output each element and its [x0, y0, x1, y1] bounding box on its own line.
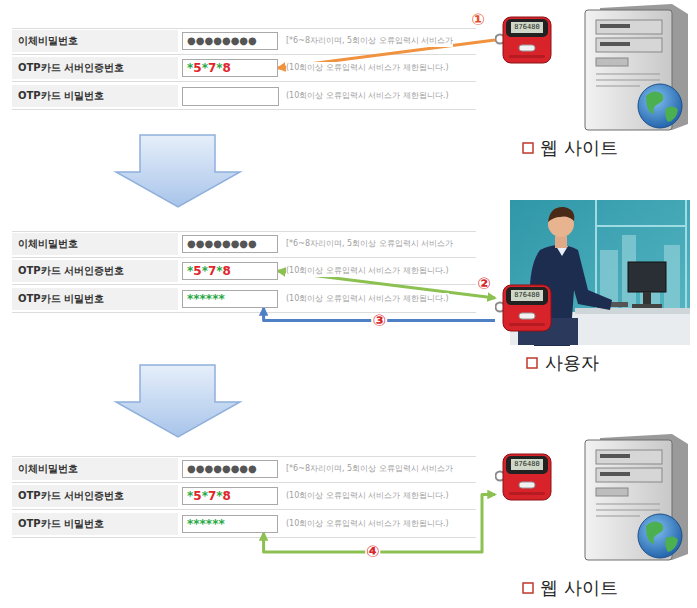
field-char: *: [187, 61, 193, 75]
otp-device-shape: [495, 452, 553, 502]
field-label: 이체비밀번호: [18, 34, 78, 48]
form-label-cell: OTP카드 비밀번호: [12, 85, 178, 107]
server-icon: [585, 434, 688, 560]
input-field: ******: [182, 290, 278, 308]
field-value: ●●●●●●●●: [187, 34, 257, 48]
field-char: 5: [193, 489, 201, 503]
field-char: *: [202, 489, 208, 503]
field-char: *: [193, 292, 199, 306]
input-field: *5*7*8: [182, 487, 278, 505]
otp-display: 876480: [511, 22, 543, 33]
hint-text: (10회이상 오류입력시 서비스가 제한됩니다.): [286, 90, 449, 102]
field-char: *: [187, 292, 193, 306]
field-char: *: [212, 517, 218, 531]
hint-text: [*6~8자리이며, 5회이상 오류입력시 서비스가: [286, 463, 453, 475]
field-char: 8: [223, 264, 231, 278]
field-char: *: [206, 517, 212, 531]
otp-display: 876480: [511, 459, 543, 470]
field-label: OTP카드 비밀번호: [18, 292, 104, 306]
field-char: 7: [208, 489, 216, 503]
hint-text: (10회이상 오류입력시 서비스가 제한됩니다.): [286, 293, 449, 305]
form-label-cell: OTP카드 비밀번호: [12, 288, 178, 310]
field-char: *: [216, 61, 222, 75]
form-label-cell: OTP카드 서버인증번호: [12, 260, 178, 282]
hint-text: [*6~8자리이며, 5회이상 오류입력시 서비스가: [286, 238, 453, 250]
form-label-cell: OTP카드 비밀번호: [12, 513, 178, 535]
form-label-cell: OTP카드 서버인증번호: [12, 57, 178, 79]
field-value: *5*7*8: [187, 489, 231, 503]
field-label: 이체비밀번호: [18, 462, 78, 476]
callout-number: ①: [470, 12, 486, 28]
form-label-cell: OTP카드 서버인증번호: [12, 485, 178, 507]
field-label: OTP카드 서버인증번호: [18, 489, 124, 503]
caption: 웹 사이트: [540, 577, 618, 599]
callout-number: ④: [365, 544, 381, 560]
field-char: *: [193, 517, 199, 531]
field-label: OTP카드 서버인증번호: [18, 61, 124, 75]
field-char: *: [216, 489, 222, 503]
field-value: ******: [187, 292, 225, 306]
field-char: *: [218, 292, 224, 306]
field-char: *: [202, 264, 208, 278]
form-label-cell: 이체비밀번호: [12, 233, 178, 255]
server-icon: [585, 4, 688, 130]
callout-number: ③: [372, 313, 388, 329]
field-value: ●●●●●●●●: [187, 462, 257, 476]
field-char: *: [202, 61, 208, 75]
field-char: 7: [208, 264, 216, 278]
field-value: ●●●●●●●●: [187, 237, 257, 251]
caption: 웹 사이트: [540, 137, 618, 159]
input-field: ******: [182, 515, 278, 533]
field-value: *5*7*8: [187, 61, 231, 75]
caption-bullet: [523, 143, 537, 593]
field-value: ******: [187, 517, 225, 531]
otp-device-shape: [495, 283, 553, 333]
empty-field: [183, 88, 279, 106]
form-rows: [12, 29, 476, 538]
field-label: OTP카드 비밀번호: [18, 517, 104, 531]
field-char: 5: [193, 264, 201, 278]
field-char: *: [216, 264, 222, 278]
input-field: ●●●●●●●●: [182, 460, 278, 478]
field-char: *: [187, 517, 193, 531]
field-label: 이체비밀번호: [18, 237, 78, 251]
input-field: ●●●●●●●●: [182, 32, 278, 50]
field-char: *: [187, 264, 193, 278]
field-char: *: [200, 292, 206, 306]
field-value: *5*7*8: [187, 264, 231, 278]
otp-device: 876480: [495, 452, 553, 502]
field-char: 8: [223, 489, 231, 503]
form-label-cell: 이체비밀번호: [12, 458, 178, 480]
otp-device: 876480: [495, 15, 553, 65]
field-char: 8: [223, 61, 231, 75]
user-illustration: [510, 200, 690, 346]
field-char: *: [206, 292, 212, 306]
otp-display: 876480: [511, 290, 543, 301]
input-field: *5*7*8: [182, 59, 278, 77]
otp-device: 876480: [495, 283, 553, 333]
input-field: *5*7*8: [182, 262, 278, 280]
hint-text: (10회이상 오류입력시 서비스가 제한됩니다.): [286, 518, 449, 530]
caption: 사용자: [545, 352, 599, 374]
form-label-cell: 이체비밀번호: [12, 30, 178, 52]
field-char: *: [212, 292, 218, 306]
otp-device-shape: [495, 15, 553, 65]
field-char: *: [200, 517, 206, 531]
hint-text: [*6~8자리이며, 5회이상 오류입력시 서비스가: [286, 35, 453, 47]
input-field: ●●●●●●●●: [182, 235, 278, 253]
field-char: 7: [208, 61, 216, 75]
hint-text: (10회이상 오류입력시 서비스가 제한됩니다.): [286, 490, 449, 502]
field-char: *: [218, 517, 224, 531]
hint-text: (10회이상 오류입력시 서비스가 제한됩니다.): [286, 62, 449, 74]
callout-number: ②: [476, 276, 492, 292]
field-char: 5: [193, 61, 201, 75]
field-label: OTP카드 서버인증번호: [18, 264, 124, 278]
field-label: OTP카드 비밀번호: [18, 89, 104, 103]
hint-text: (10회이상 오류입력시 서비스가 제한됩니다.): [286, 265, 449, 277]
field-char: *: [187, 489, 193, 503]
down-arrow: [116, 365, 240, 437]
down-arrow: [116, 135, 240, 207]
